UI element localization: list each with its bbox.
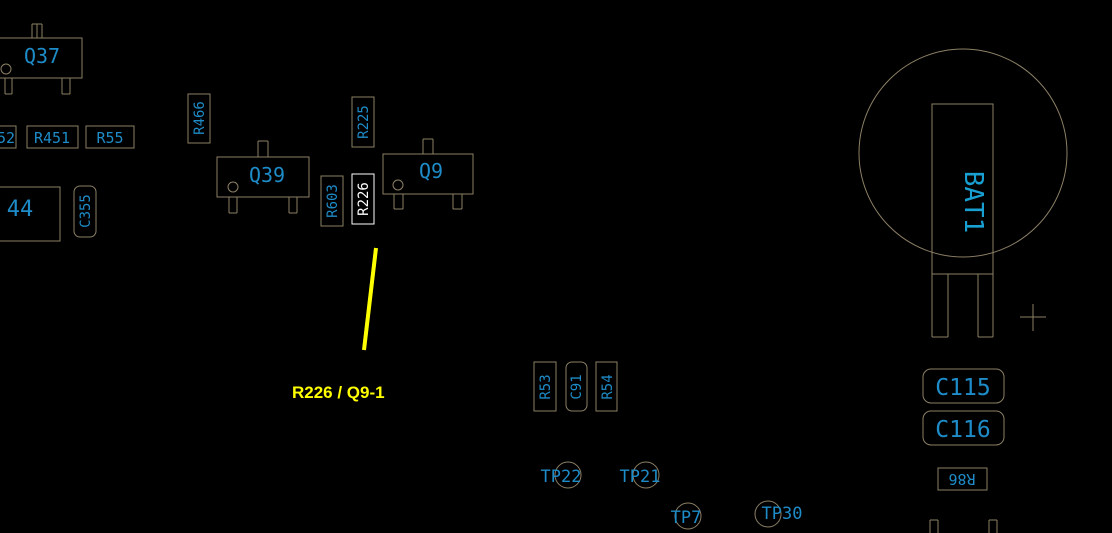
resistor-r603[interactable]: R603	[320, 175, 344, 227]
c91-designator: C91	[569, 374, 585, 399]
test-point-tp22[interactable]: TP22	[541, 461, 582, 489]
resistor-r55[interactable]: R55	[85, 125, 135, 149]
r52-designator: 52	[0, 129, 15, 147]
resistor-r52[interactable]: 52	[0, 125, 17, 149]
resistor-r466[interactable]: R466	[187, 93, 211, 144]
resistor-r54[interactable]: R54	[595, 361, 618, 412]
tp30-designator: TP30	[762, 504, 803, 524]
c355-designator: C355	[78, 194, 94, 228]
c115-designator: C115	[935, 375, 990, 401]
capacitor-c355[interactable]: C355	[73, 185, 97, 238]
capacitor-c116[interactable]: C116	[922, 410, 1005, 446]
component-u44[interactable]: 44	[0, 186, 61, 242]
resistor-r451[interactable]: R451	[26, 125, 79, 149]
resistor-r53[interactable]: R53	[533, 361, 557, 412]
capacitor-c91[interactable]: C91	[565, 361, 588, 412]
r466-designator: R466	[192, 101, 208, 135]
partial-footprint	[929, 519, 998, 533]
transistor-q37[interactable]: Q37	[0, 23, 83, 95]
r226-designator: R226	[356, 182, 372, 216]
capacitor-c115[interactable]: C115	[922, 368, 1005, 404]
annotation-label: R226 / Q9-1	[292, 383, 385, 402]
resistor-r225[interactable]: R225	[351, 96, 375, 148]
tp21-designator: TP21	[620, 467, 661, 487]
test-point-tp30[interactable]: TP30	[754, 500, 803, 528]
u44-designator: 44	[7, 197, 34, 222]
r451-designator: R451	[34, 129, 70, 147]
bat1-designator: BAT1	[958, 171, 988, 234]
pointer-line	[362, 247, 378, 351]
resistor-r86[interactable]: R86	[937, 467, 988, 491]
q39-designator: Q39	[249, 163, 285, 187]
r53-designator: R53	[538, 374, 554, 399]
r55-designator: R55	[96, 129, 123, 147]
origin-cross	[1020, 304, 1046, 331]
battery-bat1[interactable]: BAT1	[858, 48, 1068, 338]
q9-designator: Q9	[419, 159, 443, 183]
resistor-r226[interactable]: R226	[351, 173, 375, 225]
test-point-tp21[interactable]: TP21	[620, 461, 661, 489]
tp22-designator: TP22	[541, 467, 582, 487]
transistor-q9[interactable]: Q9	[382, 138, 474, 210]
transistor-q39[interactable]: Q39	[216, 140, 310, 214]
c116-designator: C116	[935, 417, 990, 443]
test-point-tp7[interactable]: TP7	[671, 502, 702, 530]
tp7-designator: TP7	[671, 508, 702, 528]
r225-designator: R225	[356, 105, 372, 139]
r86-designator: R86	[948, 470, 975, 488]
r54-designator: R54	[600, 374, 616, 399]
q37-designator: Q37	[24, 44, 60, 68]
r603-designator: R603	[325, 184, 341, 218]
